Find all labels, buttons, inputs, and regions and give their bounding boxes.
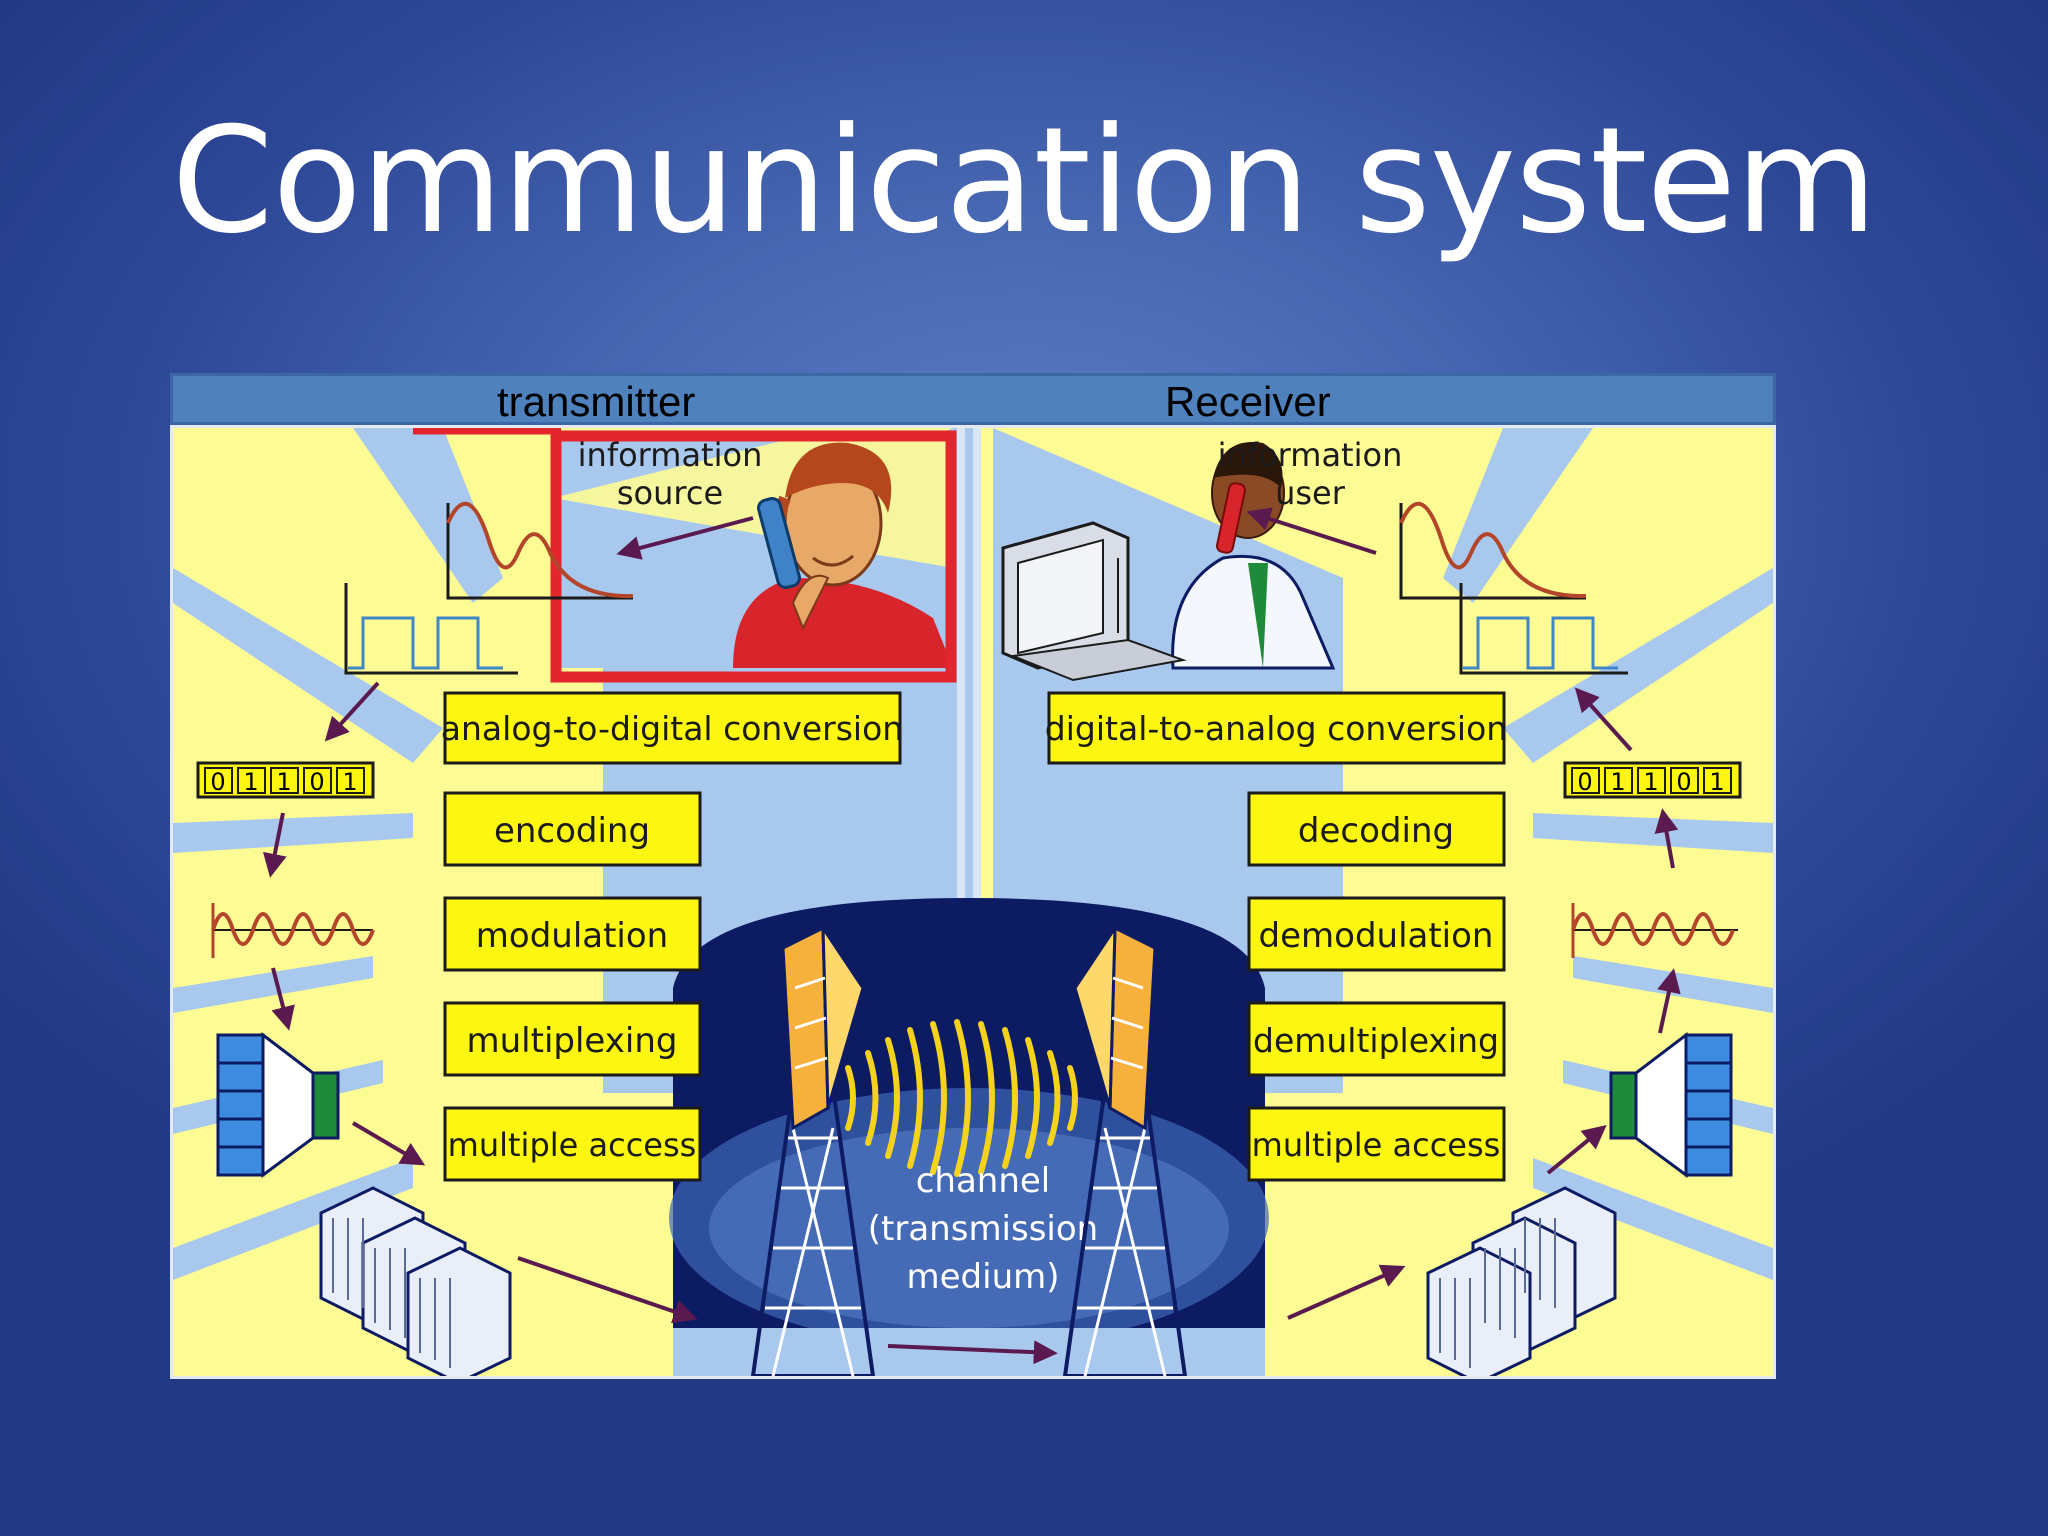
bit-value: 1 [1643, 768, 1658, 796]
diagram-illustration: channel (transmission medium) [173, 428, 1773, 1376]
demodulation-label: demodulation [1259, 916, 1494, 956]
bit-value: 1 [342, 768, 357, 796]
diagram-panel: channel (transmission medium) [170, 425, 1776, 1379]
bit-value: 0 [309, 768, 324, 796]
demultiplexing-label: demultiplexing [1253, 1021, 1499, 1060]
bit-value: 0 [1577, 768, 1592, 796]
bit-sequence: 0 1 1 0 1 [1563, 761, 1742, 799]
information-source-label-line1: information [578, 436, 763, 474]
channel-arrow [887, 1340, 1058, 1365]
analog-signal-graph [1399, 501, 1587, 600]
decoding-label: decoding [1298, 811, 1454, 851]
bit-value: 0 [1676, 768, 1691, 796]
digital-signal-graph [1459, 583, 1628, 675]
speaker-icon [1609, 1031, 1733, 1178]
channel-label-line3: medium) [907, 1257, 1060, 1297]
multiple-access-rx-label: multiple access [1252, 1126, 1501, 1164]
demodulation-block [1247, 896, 1506, 972]
highlight-rectangle [550, 430, 957, 683]
digital-to-analog-label: digital-to-analog conversion [1045, 709, 1507, 748]
communication-system-diagram: transmitter Receiver [170, 373, 1776, 1379]
information-user-label-line1: information [1218, 436, 1403, 474]
modulation-label: modulation [476, 916, 668, 956]
encoding-label: encoding [494, 811, 650, 851]
digital-signal-graph [344, 583, 518, 675]
woman-on-phone-icon [733, 442, 953, 668]
modulated-signal-graph [1571, 903, 1738, 958]
antenna-tower-icon [750, 922, 876, 1376]
diagram-header-bar: transmitter Receiver [170, 373, 1776, 425]
encoding-block [443, 791, 702, 867]
multiplexing-block [443, 1001, 702, 1077]
decoding-block [1247, 791, 1506, 867]
man-at-computer-icon [1001, 442, 1336, 682]
analog-to-digital-label: analog-to-digital conversion [441, 709, 903, 748]
server-rack-icon [319, 1186, 512, 1376]
digital-to-analog-block [1047, 691, 1506, 765]
multiplexing-label: multiplexing [467, 1021, 678, 1061]
multiple-access-tx-label: multiple access [448, 1126, 697, 1164]
receiver-block-stack: digital-to-analog conversion decoding de… [1045, 691, 1507, 1182]
bit-value: 1 [1610, 768, 1625, 796]
analog-signal-graph [446, 501, 634, 600]
information-user-label-line2: user [1275, 474, 1346, 512]
receiver-header-label: Receiver [1165, 378, 1331, 425]
bit-value: 1 [276, 768, 291, 796]
information-source-picture: information source [553, 436, 953, 668]
modulation-block [443, 896, 702, 972]
multiple-access-tx-block [443, 1106, 702, 1182]
channel-label-line2: (transmission [868, 1209, 1098, 1249]
speaker-icon [216, 1031, 340, 1178]
bit-sequence: 0 1 1 0 1 [196, 761, 375, 799]
modulated-signal-graph [211, 903, 375, 958]
analog-to-digital-block [443, 691, 902, 765]
slide-title: Communication system [171, 96, 1878, 266]
transmitter-block-stack: analog-to-digital conversion encoding mo… [441, 691, 903, 1182]
radio-waves [845, 1019, 1078, 1177]
bit-value: 1 [243, 768, 258, 796]
demultiplexing-block [1247, 1001, 1506, 1077]
bit-value: 1 [1709, 768, 1724, 796]
server-rack-icon [1426, 1186, 1617, 1376]
information-source-label-line2: source [617, 474, 723, 512]
antenna-tower-icon [1062, 922, 1188, 1376]
information-user-picture: information user [1001, 436, 1403, 682]
bit-value: 0 [210, 768, 225, 796]
multiple-access-rx-block [1247, 1106, 1506, 1182]
transmitter-header-label: transmitter [497, 378, 696, 425]
channel-label-line1: channel [916, 1161, 1051, 1201]
